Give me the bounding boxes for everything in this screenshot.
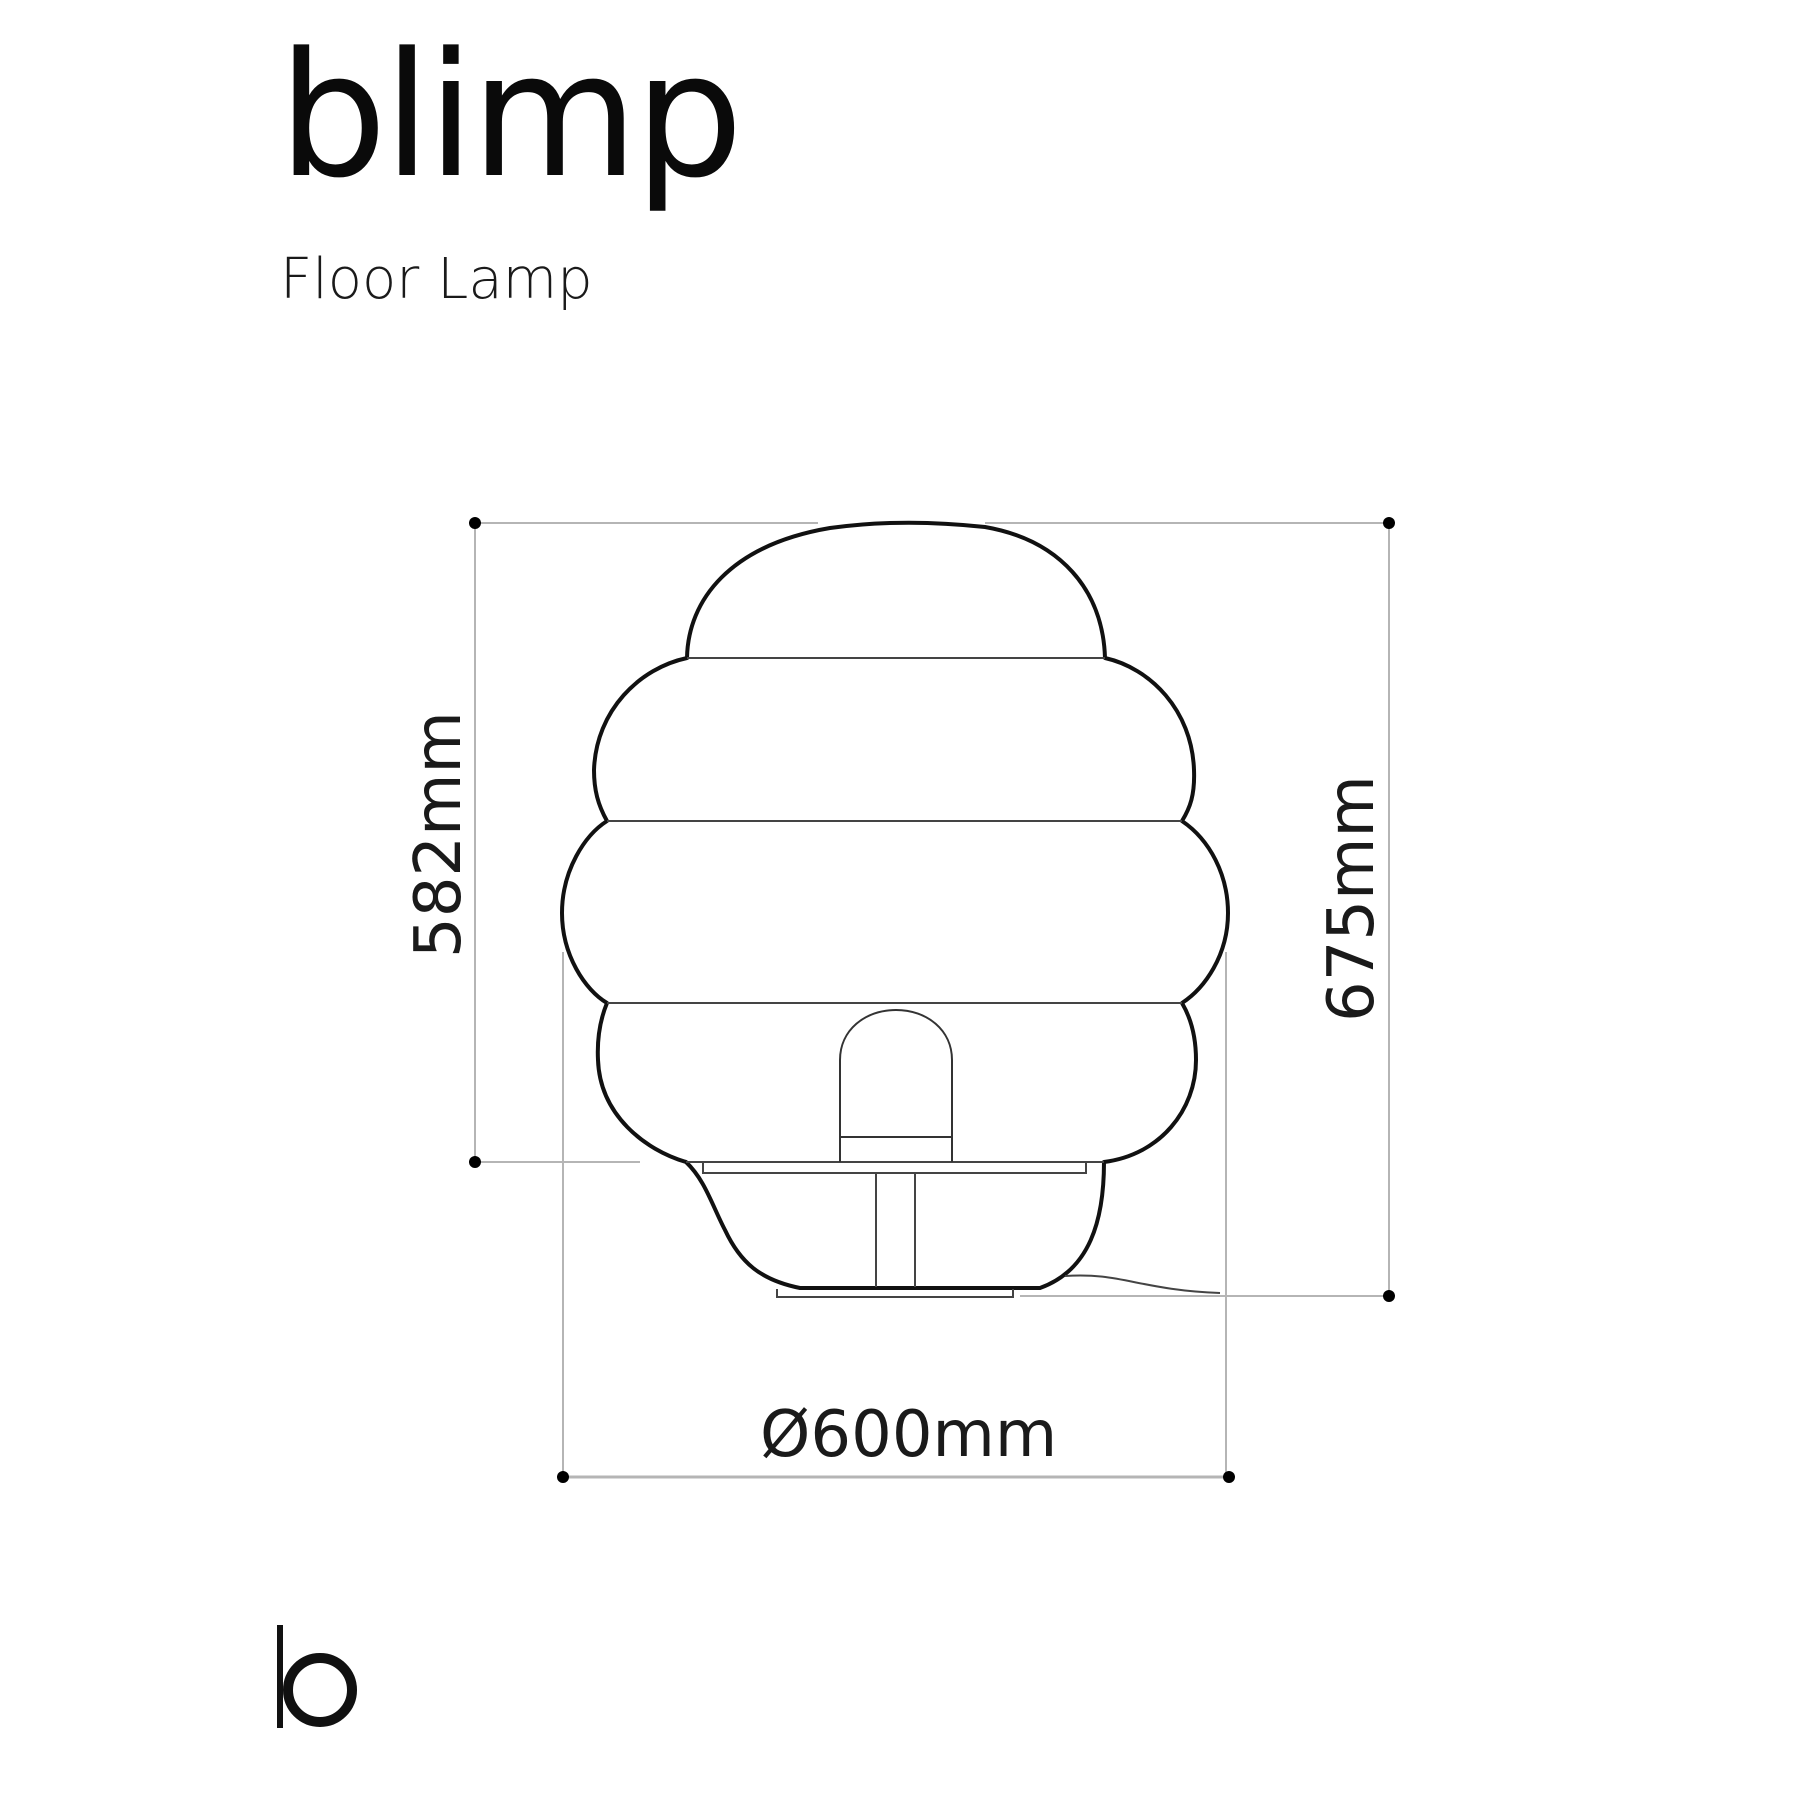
band-separators	[607, 657, 1182, 1163]
shade-height-label: 582mm	[402, 711, 476, 958]
diameter-label: Ø600mm	[760, 1398, 1057, 1472]
bulb-icon	[839, 1008, 953, 1162]
b-logo-icon	[277, 1625, 357, 1728]
dimension-dots	[469, 517, 1395, 1483]
product-title: blimp	[278, 15, 743, 216]
product-subtitle: Floor Lamp	[280, 247, 593, 312]
lamp-body-outline	[560, 520, 1230, 1290]
dimension-lines	[474, 522, 1390, 1479]
lamp-base-details	[702, 1162, 1221, 1298]
total-height-label: 675mm	[1315, 775, 1389, 1022]
